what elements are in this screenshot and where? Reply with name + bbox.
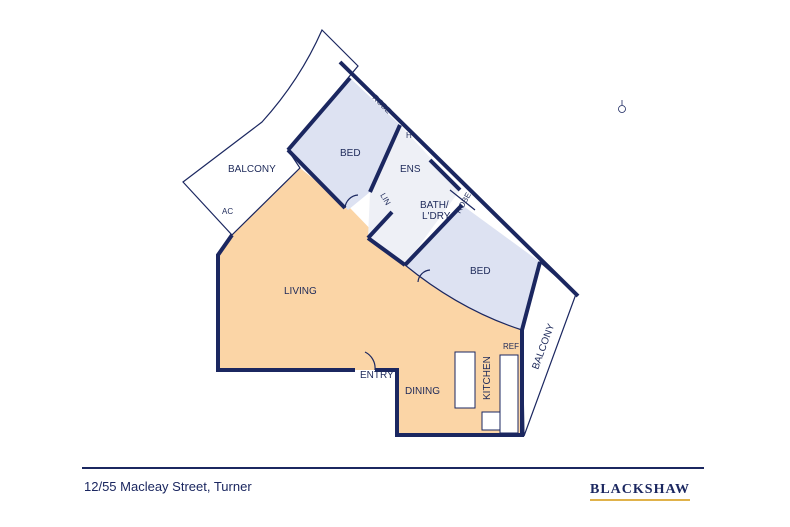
- label-ac: AC: [222, 207, 233, 216]
- label-entry: ENTRY: [360, 370, 394, 381]
- north-arrow-icon: [618, 100, 626, 113]
- label-ldry: L'DRY: [422, 211, 451, 222]
- kitchen-island: [454, 351, 476, 409]
- interior-lines: [231, 139, 523, 331]
- door-swing: [344, 194, 431, 371]
- footer-divider: [82, 467, 704, 469]
- exterior-walls: [216, 60, 580, 437]
- bedroom-2: [405, 205, 540, 330]
- label-ref: REF: [503, 342, 519, 351]
- label-bed2: BED: [470, 266, 491, 277]
- label-h: H: [406, 131, 412, 140]
- property-address: 12/55 Macleay Street, Turner: [84, 479, 252, 494]
- label-bed1: BED: [340, 148, 361, 159]
- bathroom-laundry: [368, 125, 460, 265]
- brand-logo: BLACKSHAW: [590, 482, 691, 501]
- label-kitchen: KITCHEN: [482, 356, 493, 400]
- kitchen-bench: [499, 354, 519, 434]
- label-dining: DINING: [405, 386, 440, 397]
- label-ens: ENS: [400, 164, 421, 175]
- label-living: LIVING: [284, 286, 317, 297]
- cooktop: [481, 411, 501, 431]
- label-bath: BATH/: [420, 200, 449, 211]
- label-balcony-left: BALCONY: [228, 164, 276, 175]
